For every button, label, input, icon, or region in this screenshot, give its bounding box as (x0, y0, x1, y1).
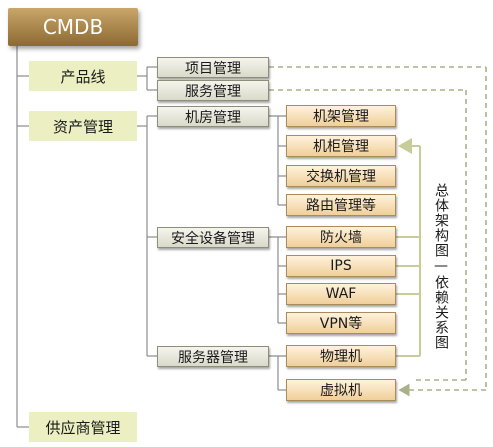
cmdb-root-node: CMDB (8, 8, 138, 46)
category-product-line: 产品线 (29, 61, 137, 91)
leaf-rack-management: 机架管理 (286, 105, 396, 127)
leaf-router-management: 路由管理等 (286, 194, 396, 216)
node-project-management: 项目管理 (157, 57, 269, 78)
leaf-waf: WAF (286, 283, 396, 305)
leaf-physical-machine: 物理机 (286, 345, 396, 367)
node-security-device-management: 安全设备管理 (157, 227, 269, 248)
leaf-ips: IPS (286, 255, 396, 277)
node-datacenter-management: 机房管理 (157, 106, 269, 127)
node-server-management: 服务器管理 (157, 346, 269, 367)
category-asset-management: 资产管理 (29, 111, 137, 141)
dependency-diagram-label: 总体架构图—依赖关系图 (427, 180, 455, 352)
node-service-management: 服务管理 (157, 80, 269, 101)
leaf-switch-management: 交换机管理 (286, 165, 396, 187)
leaf-cabinet-management: 机柜管理 (286, 135, 396, 157)
leaf-vpn: VPN等 (286, 312, 396, 334)
category-supplier-management: 供应商管理 (29, 412, 137, 442)
leaf-virtual-machine: 虚拟机 (286, 379, 396, 401)
leaf-firewall: 防火墙 (286, 226, 396, 248)
